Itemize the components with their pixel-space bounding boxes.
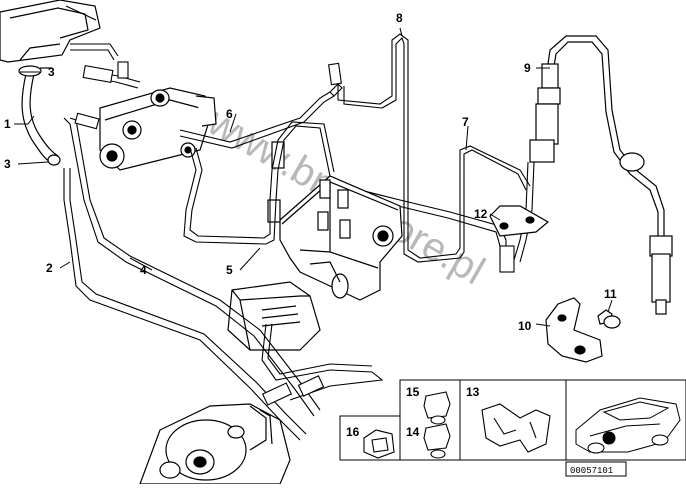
- hose-1: [18, 65, 61, 166]
- callout-2: 2: [46, 261, 53, 275]
- location-dot-icon: [602, 431, 616, 445]
- bolt-11: [597, 309, 621, 329]
- clip-13: [481, 403, 551, 453]
- callout-3-bottom: 3: [4, 157, 11, 171]
- vehicle-locator-car: [575, 397, 681, 454]
- callout-8: 8: [396, 11, 403, 25]
- callout-5: 5: [226, 263, 233, 277]
- master-cylinder: [99, 87, 217, 171]
- brake-pipe-2: [63, 168, 307, 441]
- clip-16: [363, 429, 395, 459]
- callout-1: 1: [4, 117, 11, 131]
- clip-14: [423, 423, 451, 459]
- bracket-10: [545, 297, 603, 363]
- callout-9: 9: [524, 61, 531, 75]
- bracket-12: [489, 205, 550, 237]
- callout-7: 7: [462, 115, 469, 129]
- callout-3-top: 3: [48, 65, 55, 79]
- brake-pipe-6: [179, 62, 343, 149]
- callout-14: 14: [406, 425, 420, 439]
- brake-hose-9: [529, 35, 673, 315]
- callout-6: 6: [226, 107, 233, 121]
- callout-12: 12: [474, 207, 488, 221]
- callout-10: 10: [518, 319, 532, 333]
- callout-16: 16: [346, 425, 360, 439]
- lower-pipes: [261, 323, 384, 406]
- callout-15: 15: [406, 385, 420, 399]
- callout-11: 11: [604, 287, 617, 301]
- brake-fluid-reservoir: [0, 0, 101, 63]
- brake-caliper: [139, 403, 291, 485]
- clip-15: [423, 391, 451, 425]
- reference-number: 00057101: [570, 466, 613, 476]
- brake-pipe-5: [183, 121, 335, 245]
- callout-4: 4: [140, 263, 147, 277]
- leader-lines: [14, 27, 613, 327]
- reference-box: [565, 461, 627, 477]
- top-pipe: [70, 43, 141, 89]
- brake-pipe-4: [63, 112, 321, 417]
- callout-13: 13: [466, 385, 480, 399]
